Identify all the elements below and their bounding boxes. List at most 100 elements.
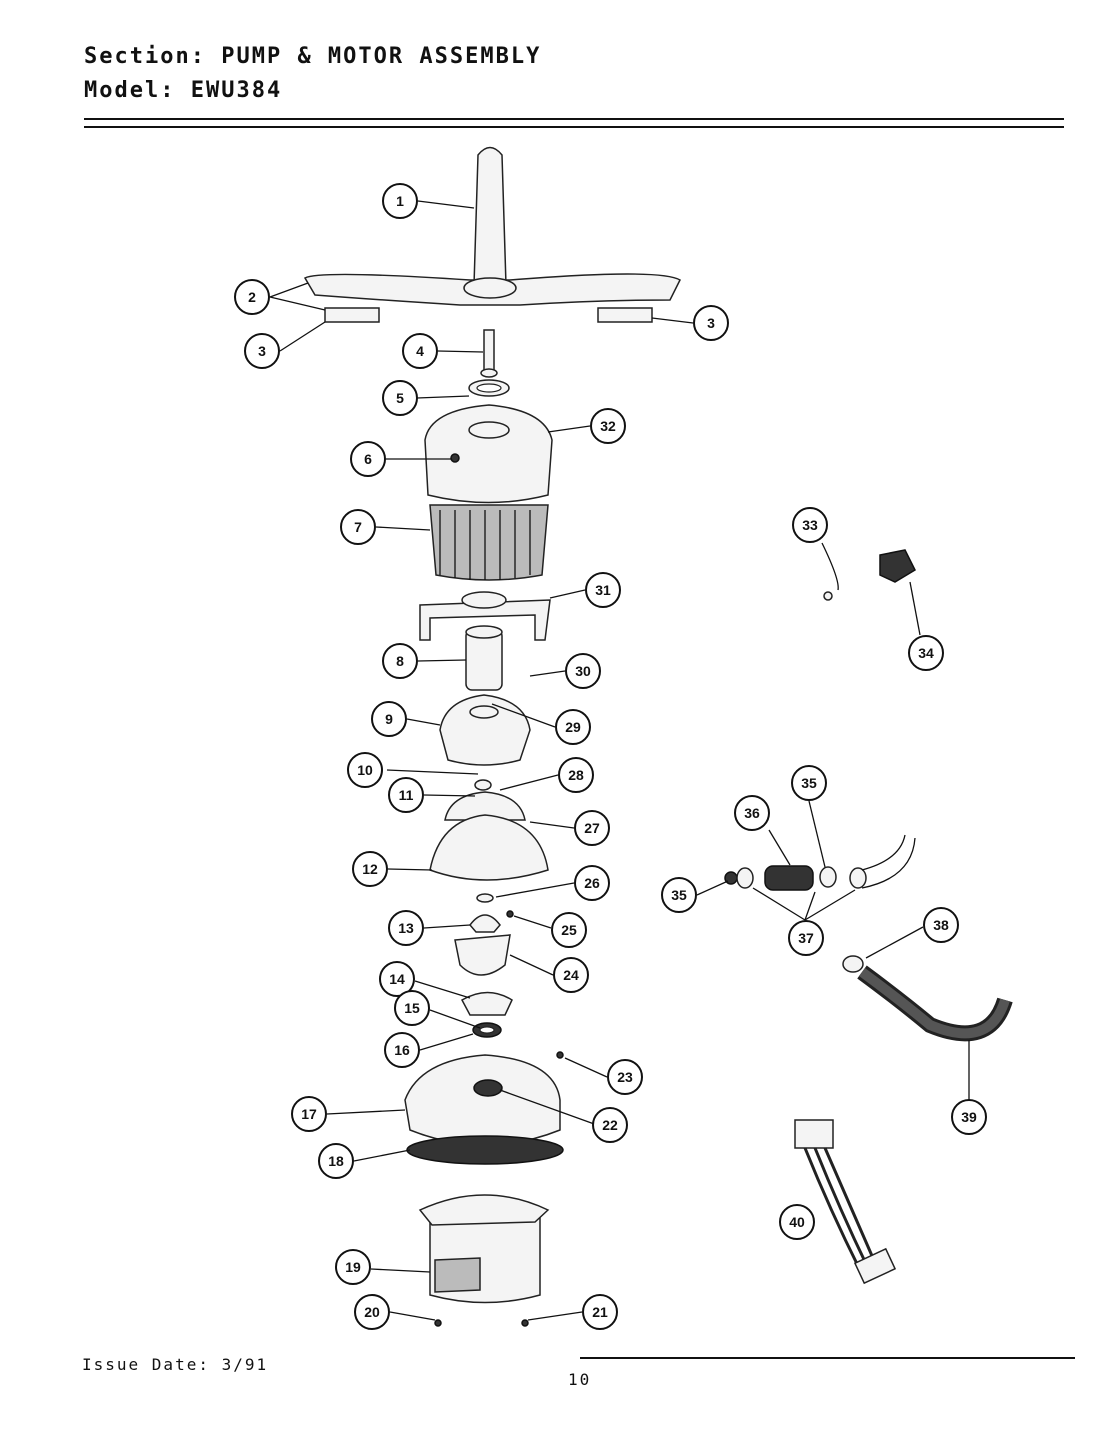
callout-39: 39	[951, 1099, 987, 1135]
svg-text:32: 32	[600, 418, 616, 434]
section-label: Section:	[84, 44, 206, 69]
callout-2: 2	[234, 279, 270, 315]
svg-text:11: 11	[399, 787, 414, 803]
callout-29: 29	[555, 709, 591, 745]
callout-38: 38	[923, 907, 959, 943]
callout-24: 24	[553, 957, 589, 993]
pump-cover	[424, 404, 553, 504]
svg-text:23: 23	[617, 1069, 633, 1085]
svg-text:21: 21	[592, 1304, 608, 1320]
svg-text:3: 3	[258, 343, 266, 359]
svg-text:16: 16	[394, 1042, 410, 1058]
callout-4: 4	[402, 333, 438, 369]
svg-text:30: 30	[575, 663, 591, 679]
svg-text:22: 22	[602, 1117, 618, 1133]
hose-clamp-assembly	[724, 834, 916, 891]
drain-impeller	[460, 991, 513, 1038]
impeller	[465, 625, 503, 691]
svg-text:37: 37	[798, 930, 814, 946]
callout-28: 28	[558, 757, 594, 793]
svg-text:24: 24	[563, 967, 579, 983]
svg-text:17: 17	[301, 1106, 317, 1122]
svg-text:28: 28	[568, 767, 584, 783]
callout-33: 33	[792, 507, 828, 543]
svg-text:5: 5	[396, 390, 404, 406]
svg-text:29: 29	[565, 719, 581, 735]
section-heading: Section: PUMP & MOTOR ASSEMBLY	[84, 44, 541, 69]
svg-text:12: 12	[362, 861, 378, 877]
callout-11: 11	[388, 777, 424, 813]
callout-12: 12	[352, 851, 388, 887]
model-label: Model:	[84, 78, 176, 103]
footer-rule	[580, 1357, 1075, 1359]
svg-text:39: 39	[961, 1109, 977, 1125]
svg-text:13: 13	[398, 920, 414, 936]
callout-35-top: 35	[791, 765, 827, 801]
callout-1: 1	[382, 183, 418, 219]
spray-arm	[303, 273, 681, 323]
svg-text:35: 35	[671, 887, 687, 903]
svg-text:26: 26	[584, 875, 600, 891]
svg-text:7: 7	[354, 519, 362, 535]
callout-18: 18	[318, 1143, 354, 1179]
motor-mount-plate	[404, 1051, 564, 1165]
callout-7: 7	[340, 509, 376, 545]
callout-35-left: 35	[661, 877, 697, 913]
svg-text:25: 25	[561, 922, 577, 938]
svg-text:4: 4	[416, 343, 424, 359]
callout-27: 27	[574, 810, 610, 846]
svg-text:36: 36	[744, 805, 760, 821]
svg-text:14: 14	[389, 971, 405, 987]
svg-text:35: 35	[801, 775, 817, 791]
callout-31: 31	[585, 572, 621, 608]
callout-22: 22	[592, 1107, 628, 1143]
drain-hose	[842, 955, 1013, 1042]
spray-arm-screw	[480, 329, 498, 378]
svg-text:33: 33	[802, 517, 818, 533]
callout-34: 34	[908, 635, 944, 671]
callout-16: 16	[384, 1032, 420, 1068]
callout-9: 9	[371, 701, 407, 737]
svg-text:8: 8	[396, 653, 404, 669]
callout-32: 32	[590, 408, 626, 444]
callout-23: 23	[607, 1059, 643, 1095]
retaining-ring	[468, 379, 510, 397]
callout-14: 14	[379, 961, 415, 997]
callout-3-right: 3	[693, 305, 729, 341]
svg-text:27: 27	[584, 820, 600, 836]
callout-21: 21	[582, 1294, 618, 1330]
issue-date: Issue Date: 3/91	[82, 1355, 269, 1374]
callout-3-left: 3	[244, 333, 280, 369]
callout-40: 40	[779, 1204, 815, 1240]
svg-text:15: 15	[404, 1000, 420, 1016]
svg-text:9: 9	[385, 711, 393, 727]
pump-housing-upper	[439, 694, 531, 766]
svg-text:2: 2	[248, 289, 256, 305]
svg-text:34: 34	[918, 645, 934, 661]
svg-text:3: 3	[707, 315, 715, 331]
callout-5: 5	[382, 380, 418, 416]
callout-30: 30	[565, 653, 601, 689]
float-switch	[823, 549, 916, 601]
callout-19: 19	[335, 1249, 371, 1285]
callout-26: 26	[574, 865, 610, 901]
svg-text:10: 10	[357, 762, 373, 778]
svg-text:19: 19	[345, 1259, 361, 1275]
callout-36: 36	[734, 795, 770, 831]
header-rule-bottom	[84, 126, 1064, 128]
callout-15: 15	[394, 990, 430, 1026]
callout-13: 13	[388, 910, 424, 946]
svg-text:6: 6	[364, 451, 372, 467]
callout-10: 10	[347, 752, 383, 788]
svg-text:31: 31	[595, 582, 611, 598]
filter-screen	[429, 504, 549, 581]
svg-text:40: 40	[789, 1214, 805, 1230]
callout-25: 25	[551, 912, 587, 948]
callout-8: 8	[382, 643, 418, 679]
header-rule-top	[84, 118, 1064, 120]
page-number: 10	[568, 1370, 592, 1389]
drain-housing	[454, 893, 514, 976]
callout-37: 37	[788, 920, 824, 956]
section-value: PUMP & MOTOR ASSEMBLY	[221, 44, 542, 69]
